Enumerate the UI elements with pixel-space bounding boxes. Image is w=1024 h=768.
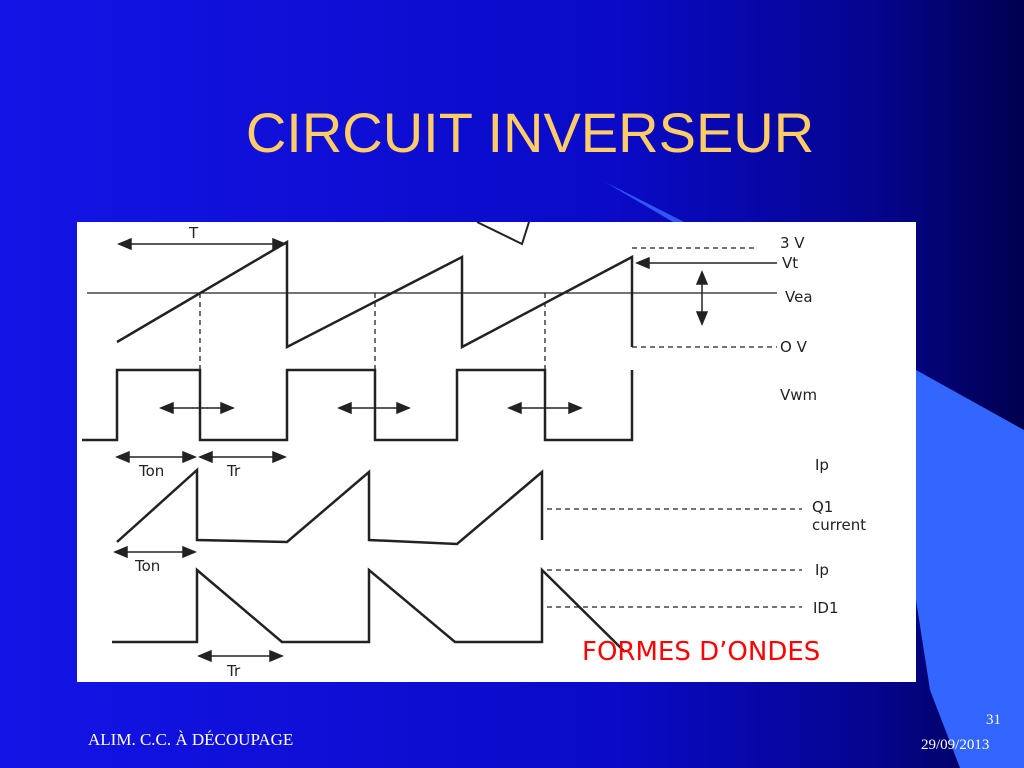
waveform-figure: T 3 V Vt Vea O V Vwm Ton Tr Ip Q1 curren… bbox=[77, 222, 916, 682]
label-vwm: Vwm bbox=[780, 386, 817, 404]
footer-text: ALIM. C.C. À DÉCOUPAGE bbox=[88, 730, 294, 749]
label-q1: Q1 bbox=[812, 498, 833, 516]
label-ip-1: Ip bbox=[815, 456, 829, 474]
d1-current-wave bbox=[112, 567, 626, 653]
label-tr-1: Tr bbox=[226, 462, 241, 480]
guide-lines bbox=[199, 247, 802, 608]
label-vea: Vea bbox=[785, 288, 813, 306]
slide-date: 29/09/2013 bbox=[921, 737, 990, 753]
slide-number: 31 bbox=[986, 712, 1001, 728]
figure-caption: FORMES D’ONDES bbox=[582, 637, 821, 667]
label-ton-2: Ton bbox=[134, 557, 160, 575]
q1-current-wave bbox=[116, 467, 544, 546]
label-period: T bbox=[188, 224, 199, 242]
label-current: current bbox=[812, 516, 866, 534]
sawtooth-wave bbox=[116, 239, 634, 350]
label-ton-1: Ton bbox=[138, 462, 164, 480]
label-ip-2: Ip bbox=[815, 561, 829, 579]
label-vt: Vt bbox=[782, 254, 798, 272]
decor-streak bbox=[605, 182, 700, 232]
pwm-wave bbox=[82, 368, 634, 442]
waveform-diagram: T 3 V Vt Vea O V Vwm Ton Tr Ip Q1 curren… bbox=[82, 222, 866, 680]
decor-wedge bbox=[916, 370, 1024, 768]
label-3v: 3 V bbox=[780, 234, 805, 252]
slide-title: CIRCUIT INVERSEUR bbox=[245, 101, 815, 164]
label-id1: ID1 bbox=[813, 599, 839, 617]
label-tr-2: Tr bbox=[226, 662, 241, 680]
label-0v: O V bbox=[780, 338, 808, 356]
